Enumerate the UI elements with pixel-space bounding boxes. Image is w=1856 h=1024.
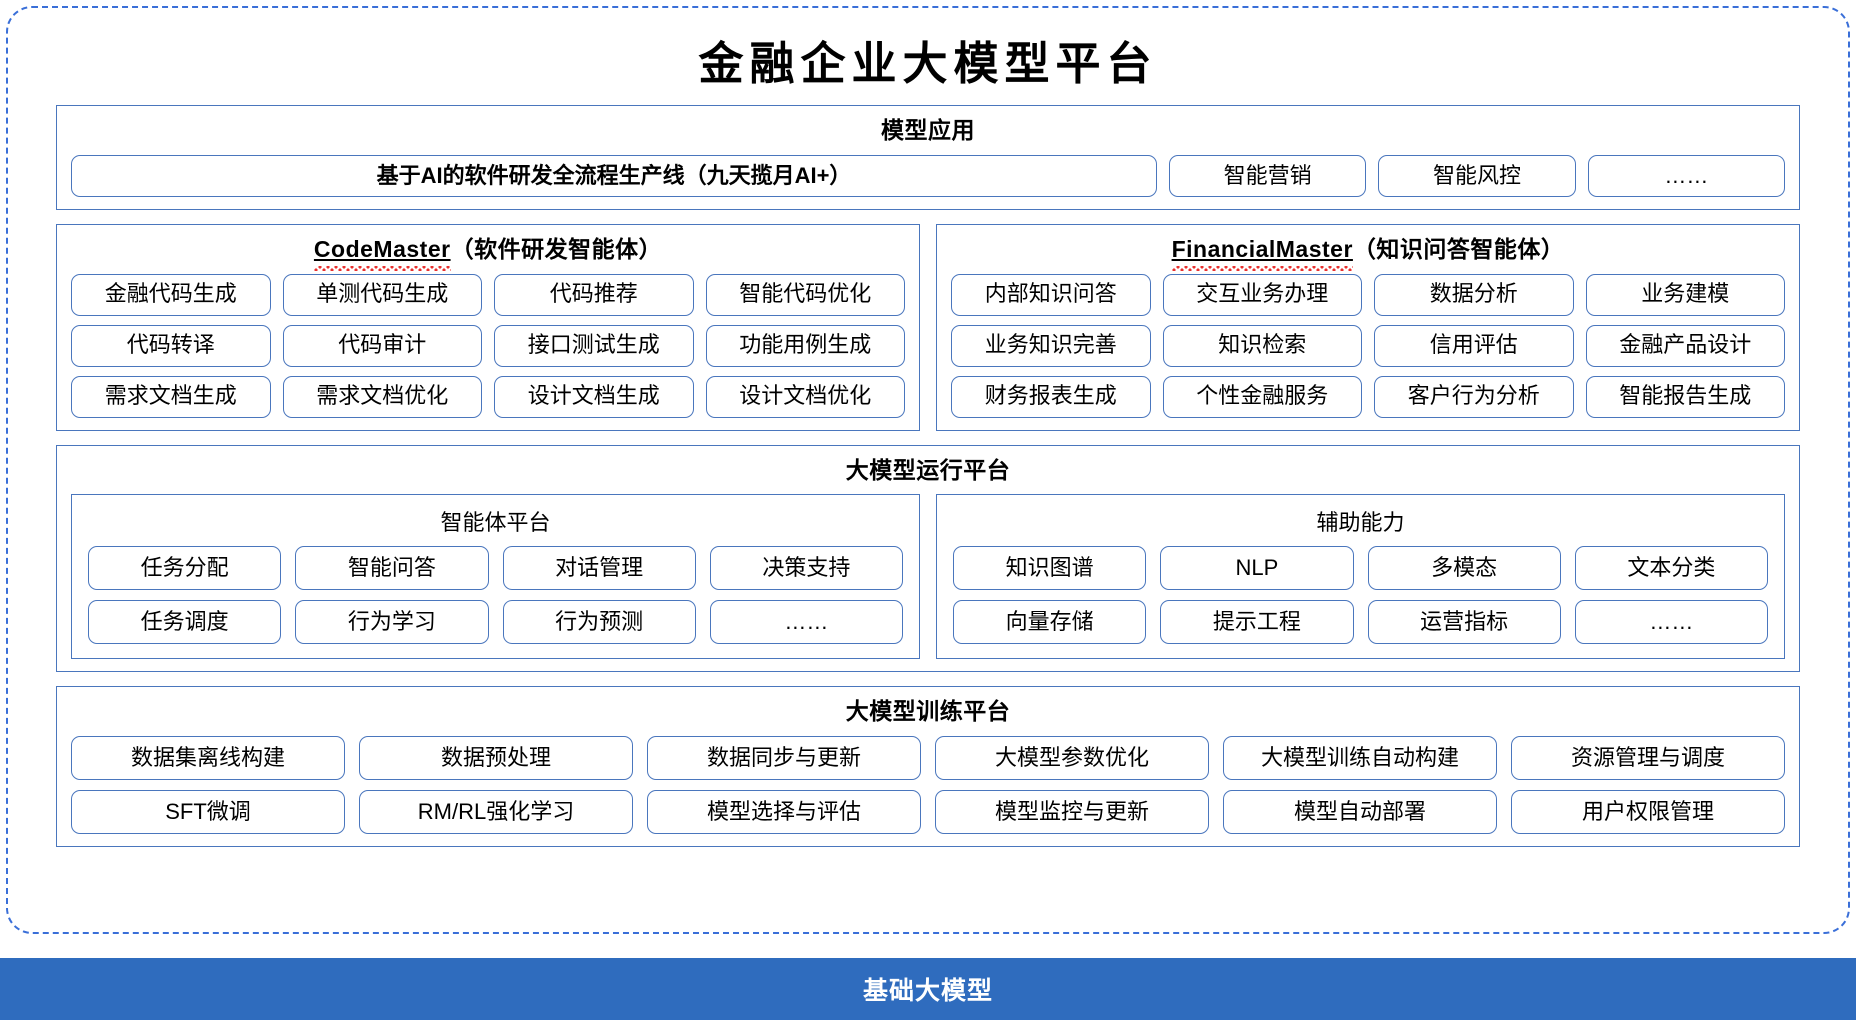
codemaster-name: CodeMaster bbox=[313, 235, 451, 271]
agents-band: CodeMaster（软件研发智能体） 金融代码生成 单测代码生成 代码推荐 智… bbox=[56, 223, 1800, 431]
training-pill-9[interactable]: 模型选择与评估 bbox=[647, 790, 921, 834]
codemaster-pill-7[interactable]: 接口测试生成 bbox=[494, 324, 694, 367]
auxiliary-pill-4[interactable]: 文本分类 bbox=[1574, 546, 1768, 591]
app-pill-smart-marketing[interactable]: 智能营销 bbox=[1169, 154, 1367, 197]
platform-outer-frame: 金融企业大模型平台 模型应用 基于AI的软件研发全流程生产线（九天揽月AI+） … bbox=[6, 6, 1850, 934]
base-model-bar-label: 基础大模型 bbox=[862, 977, 993, 1005]
auxiliary-pill-6[interactable]: 提示工程 bbox=[1160, 600, 1354, 645]
agent-platform-pill-5[interactable]: 任务调度 bbox=[88, 600, 282, 645]
codemaster-pill-1[interactable]: 金融代码生成 bbox=[71, 273, 271, 316]
auxiliary-pill-3[interactable]: 多模态 bbox=[1367, 546, 1561, 591]
section-runtime-platform: 大模型运行平台 智能体平台 任务分配 智能问答 对话管理 决策支持 任务调度 行… bbox=[56, 444, 1800, 673]
agent-platform-pill-4[interactable]: 决策支持 bbox=[709, 546, 903, 591]
training-pill-2[interactable]: 数据预处理 bbox=[359, 736, 633, 780]
auxiliary-pill-1[interactable]: 知识图谱 bbox=[953, 546, 1147, 591]
codemaster-pill-12[interactable]: 设计文档优化 bbox=[705, 375, 905, 418]
section-training-platform: 大模型训练平台 数据集离线构建 数据预处理 数据同步与更新 大模型参数优化 大模… bbox=[56, 686, 1800, 847]
section-title-financialmaster: FinancialMaster（知识问答智能体） bbox=[951, 235, 1785, 271]
codemaster-pill-8[interactable]: 功能用例生成 bbox=[705, 324, 905, 367]
app-pill-production-line[interactable]: 基于AI的软件研发全流程生产线（九天揽月AI+） bbox=[71, 154, 1157, 197]
financialmaster-pill-1[interactable]: 内部知识问答 bbox=[951, 273, 1151, 316]
financialmaster-pill-11[interactable]: 客户行为分析 bbox=[1374, 375, 1574, 418]
auxiliary-capability-grid: 知识图谱 NLP 多模态 文本分类 向量存储 提示工程 运营指标 …… bbox=[953, 546, 1768, 645]
codemaster-pill-10[interactable]: 需求文档优化 bbox=[282, 375, 482, 418]
subsection-title-agent-platform: 智能体平台 bbox=[440, 510, 551, 536]
subsection-agent-platform: 智能体平台 任务分配 智能问答 对话管理 决策支持 任务调度 行为学习 行为预测… bbox=[71, 494, 920, 660]
agent-platform-pill-2[interactable]: 智能问答 bbox=[295, 546, 489, 591]
base-model-bar: 基础大模型 bbox=[0, 958, 1856, 1020]
codemaster-pill-3[interactable]: 代码推荐 bbox=[494, 273, 694, 316]
section-model-application: 模型应用 基于AI的软件研发全流程生产线（九天揽月AI+） 智能营销 智能风控 … bbox=[56, 105, 1800, 210]
training-pill-3[interactable]: 数据同步与更新 bbox=[647, 736, 921, 780]
codemaster-pill-11[interactable]: 设计文档生成 bbox=[494, 375, 694, 418]
training-pill-11[interactable]: 模型自动部署 bbox=[1223, 790, 1497, 834]
training-pill-5[interactable]: 大模型训练自动构建 bbox=[1223, 736, 1497, 780]
training-pill-4[interactable]: 大模型参数优化 bbox=[935, 736, 1209, 780]
auxiliary-pill-7[interactable]: 运营指标 bbox=[1367, 600, 1561, 645]
codemaster-pill-2[interactable]: 单测代码生成 bbox=[282, 273, 482, 316]
financialmaster-pill-6[interactable]: 知识检索 bbox=[1162, 324, 1362, 367]
auxiliary-pill-2[interactable]: NLP bbox=[1160, 546, 1354, 591]
section-title-runtime-platform: 大模型运行平台 bbox=[845, 456, 1011, 483]
financialmaster-pill-12[interactable]: 智能报告生成 bbox=[1585, 375, 1785, 418]
financialmaster-pill-4[interactable]: 业务建模 bbox=[1585, 273, 1785, 316]
auxiliary-pill-5[interactable]: 向量存储 bbox=[953, 600, 1147, 645]
agent-platform-pill-6[interactable]: 行为学习 bbox=[295, 600, 489, 645]
financialmaster-pill-8[interactable]: 金融产品设计 bbox=[1585, 324, 1785, 367]
section-title-codemaster: CodeMaster（软件研发智能体） bbox=[71, 235, 905, 271]
page-title: 金融企业大模型平台 bbox=[698, 39, 1158, 89]
training-pill-12[interactable]: 用户权限管理 bbox=[1511, 790, 1785, 834]
model-application-pill-row: 基于AI的软件研发全流程生产线（九天揽月AI+） 智能营销 智能风控 …… bbox=[71, 154, 1785, 197]
codemaster-capability-grid: 金融代码生成 单测代码生成 代码推荐 智能代码优化 代码转译 代码审计 接口测试… bbox=[71, 273, 905, 418]
financialmaster-suffix: （知识问答智能体） bbox=[1352, 235, 1565, 262]
codemaster-pill-4[interactable]: 智能代码优化 bbox=[705, 273, 905, 316]
runtime-platform-columns: 智能体平台 任务分配 智能问答 对话管理 决策支持 任务调度 行为学习 行为预测… bbox=[71, 494, 1785, 660]
section-codemaster: CodeMaster（软件研发智能体） 金融代码生成 单测代码生成 代码推荐 智… bbox=[56, 223, 920, 431]
training-pill-7[interactable]: SFT微调 bbox=[71, 790, 345, 834]
codemaster-suffix: （软件研发智能体） bbox=[450, 235, 663, 262]
training-pill-6[interactable]: 资源管理与调度 bbox=[1511, 736, 1785, 780]
app-pill-more[interactable]: …… bbox=[1587, 154, 1785, 197]
auxiliary-pill-8[interactable]: …… bbox=[1574, 600, 1768, 645]
training-pill-1[interactable]: 数据集离线构建 bbox=[71, 736, 345, 780]
agent-platform-pill-7[interactable]: 行为预测 bbox=[502, 600, 696, 645]
agent-platform-grid: 任务分配 智能问答 对话管理 决策支持 任务调度 行为学习 行为预测 …… bbox=[88, 546, 903, 645]
training-pill-10[interactable]: 模型监控与更新 bbox=[935, 790, 1209, 834]
agent-platform-pill-1[interactable]: 任务分配 bbox=[88, 546, 282, 591]
subsection-auxiliary-capability: 辅助能力 知识图谱 NLP 多模态 文本分类 向量存储 提示工程 运营指标 …… bbox=[936, 494, 1785, 660]
codemaster-pill-5[interactable]: 代码转译 bbox=[71, 324, 271, 367]
subsection-title-auxiliary-capability: 辅助能力 bbox=[1316, 510, 1405, 536]
app-pill-smart-risk-control[interactable]: 智能风控 bbox=[1378, 154, 1576, 197]
agent-platform-pill-8[interactable]: …… bbox=[709, 600, 903, 645]
financialmaster-pill-10[interactable]: 个性金融服务 bbox=[1162, 375, 1362, 418]
financialmaster-pill-2[interactable]: 交互业务办理 bbox=[1162, 273, 1362, 316]
financialmaster-pill-5[interactable]: 业务知识完善 bbox=[951, 324, 1151, 367]
financialmaster-pill-9[interactable]: 财务报表生成 bbox=[951, 375, 1151, 418]
training-pill-8[interactable]: RM/RL强化学习 bbox=[359, 790, 633, 834]
section-financialmaster: FinancialMaster（知识问答智能体） 内部知识问答 交互业务办理 数… bbox=[936, 223, 1800, 431]
financialmaster-pill-7[interactable]: 信用评估 bbox=[1374, 324, 1574, 367]
financialmaster-pill-3[interactable]: 数据分析 bbox=[1374, 273, 1574, 316]
financialmaster-capability-grid: 内部知识问答 交互业务办理 数据分析 业务建模 业务知识完善 知识检索 信用评估… bbox=[951, 273, 1785, 418]
training-platform-grid: 数据集离线构建 数据预处理 数据同步与更新 大模型参数优化 大模型训练自动构建 … bbox=[71, 736, 1785, 834]
codemaster-pill-6[interactable]: 代码审计 bbox=[282, 324, 482, 367]
section-title-model-application: 模型应用 bbox=[881, 117, 975, 143]
section-title-training-platform: 大模型训练平台 bbox=[845, 698, 1011, 725]
financialmaster-name: FinancialMaster bbox=[1171, 235, 1354, 271]
agent-platform-pill-3[interactable]: 对话管理 bbox=[502, 546, 696, 591]
codemaster-pill-9[interactable]: 需求文档生成 bbox=[71, 375, 271, 418]
